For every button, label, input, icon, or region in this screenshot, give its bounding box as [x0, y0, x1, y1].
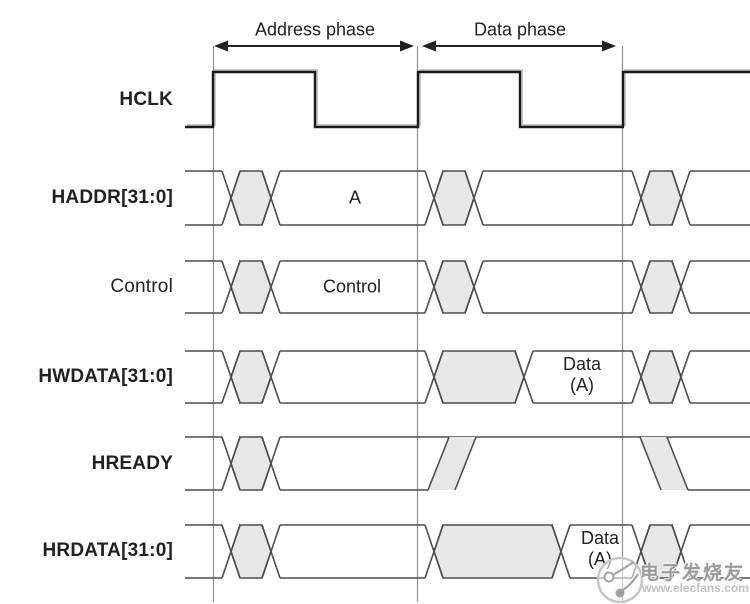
hwdata-waveform — [185, 350, 750, 404]
phase-label-address: Address phase — [254, 19, 376, 40]
phase-arrows — [214, 40, 616, 52]
haddr-waveform — [185, 170, 750, 226]
signal-label-hready: HREADY — [91, 453, 173, 474]
bus-value-hwdata: Data (A) — [563, 354, 601, 396]
signal-label-control: Control — [110, 276, 173, 297]
signal-label-hwdata: HWDATA[31:0] — [38, 366, 173, 387]
watermark: 电子发烧友 www.elecfans.com — [594, 550, 750, 604]
signal-label-hrdata: HRDATA[31:0] — [42, 540, 173, 561]
hclk-waveform — [185, 69, 750, 129]
signal-label-haddr: HADDR[31:0] — [51, 187, 173, 208]
bus-value-hwdata-line2: (A) — [570, 375, 594, 395]
watermark-url: www.elecfans.com — [642, 581, 749, 595]
bus-value-hwdata-line1: Data — [562, 354, 602, 374]
bus-value-haddr: A — [348, 187, 362, 208]
control-waveform — [185, 260, 750, 314]
hready-waveform — [185, 436, 750, 491]
watermark-brand: 电子发烧友 — [640, 563, 746, 584]
signal-label-hclk: HCLK — [119, 89, 173, 110]
phase-label-data: Data phase — [473, 19, 567, 40]
hrdata-waveform — [185, 524, 750, 579]
watermark-logo-icon — [596, 556, 644, 604]
bus-value-control: Control — [322, 276, 382, 297]
phase-boundary-lines — [212, 46, 624, 602]
bus-value-hrdata-line1: Data — [580, 528, 620, 548]
